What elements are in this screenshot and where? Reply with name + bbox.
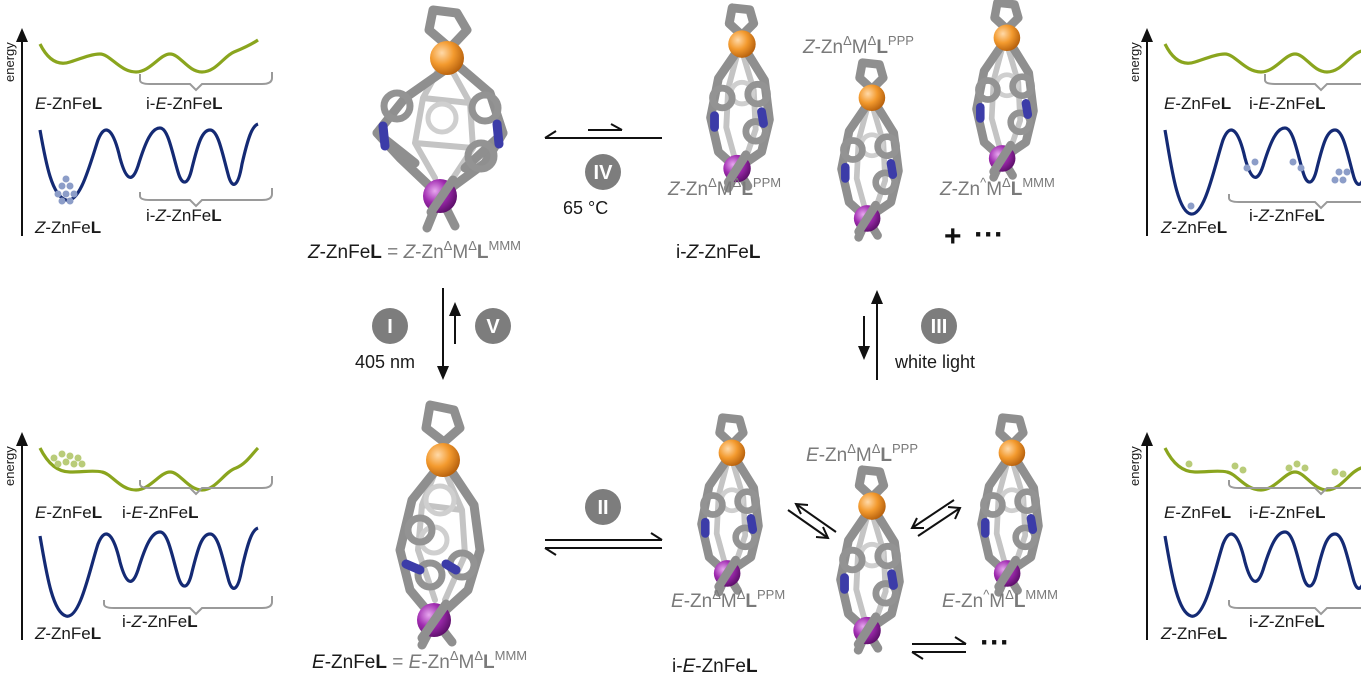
label-Z-ZnFeL: Z-ZnFeL	[34, 218, 101, 237]
cage-Z-PPM	[711, 8, 770, 188]
energy-curves	[1163, 447, 1361, 618]
energy-axis-label: energy	[1127, 446, 1142, 486]
label-Z-ZnFeL: Z-ZnFeL	[1160, 624, 1227, 643]
label-E-ZnFeL: E-ZnFeL	[35, 94, 102, 113]
population-dots	[54, 175, 78, 205]
cage-E-MMM	[982, 418, 1039, 593]
cage-E-PPP	[841, 470, 900, 650]
condition-III: white light	[894, 352, 975, 372]
arrow-III-up	[871, 290, 883, 380]
step-badge-III: III	[921, 308, 957, 344]
arrow-I-down	[437, 288, 449, 380]
equilibrium-arrow-bottom	[911, 636, 967, 660]
equilibrium-arrow-diag-right	[910, 499, 962, 537]
equilibrium-arrow-II	[544, 532, 663, 556]
energy-curves	[38, 38, 273, 208]
condition-IV: 65 °C	[563, 198, 608, 218]
population-dots	[1185, 460, 1347, 478]
label-E-ZnFeL: E-ZnFeL	[35, 503, 102, 522]
label-i-E-ZnFeL: i-E-ZnFeL	[1249, 94, 1326, 113]
energy-diagram-top-left: energy E-ZnFeL i-E-ZnFeL Z-ZnFeL i-Z-ZnF…	[2, 28, 273, 237]
svg-text:III: III	[931, 316, 948, 338]
brace-iZ	[1228, 600, 1361, 616]
label-Z-MMM: Z-Zn^MΔLMMM	[939, 175, 1055, 200]
label-Z-ZnFeL-main: Z-ZnFeL = Z-ZnΔMΔLMMM	[307, 238, 521, 263]
equilibrium-arrow-diag-left	[787, 502, 837, 540]
energy-axis-label: energy	[1127, 42, 1142, 82]
cage-E-ZnFeL	[400, 405, 480, 645]
energy-diagram-top-right: energy E-ZnFeL i-E-ZnFeL Z-ZnFeL i-Z-ZnF…	[1127, 28, 1361, 237]
label-E-PPM: E-ZnΔMΔLPPM	[671, 587, 785, 612]
step-badge-II: II	[585, 489, 621, 525]
label-E-ZnFeL: E-ZnFeL	[1164, 94, 1231, 113]
condition-I: 405 nm	[355, 352, 415, 372]
svg-text:I: I	[387, 316, 393, 338]
label-i-Z-ZnFeL-main: i-Z-ZnFeL	[676, 242, 761, 263]
energy-axis-arrowhead	[1141, 28, 1153, 42]
label-i-E-ZnFeL: i-E-ZnFeL	[122, 503, 199, 522]
brace-iE	[1264, 74, 1361, 92]
svg-text:II: II	[597, 497, 608, 519]
label-Z-ZnFeL: Z-ZnFeL	[34, 624, 101, 643]
arrow-V-up	[449, 302, 461, 344]
energy-curves	[38, 446, 273, 618]
brace-iE	[139, 72, 273, 92]
population-dots	[50, 450, 86, 468]
brace-iE	[1228, 480, 1361, 496]
cage-Z-MMM	[977, 3, 1034, 178]
label-Z-ZnFeL: Z-ZnFeL	[1160, 218, 1227, 237]
step-badge-IV: IV	[585, 154, 621, 190]
arrow-III-down	[858, 316, 870, 360]
label-E-ZnFeL-main: E-ZnFeL = E-ZnΔMΔLMMM	[312, 648, 527, 673]
energy-curves	[1163, 43, 1361, 216]
more-isomers-ellipsis-top: ···	[974, 218, 1004, 251]
cage-Z-ZnFeL	[377, 10, 503, 228]
energy-axis-label: energy	[2, 42, 17, 82]
population-dots	[1187, 158, 1351, 210]
step-badge-I: I	[372, 308, 408, 344]
equilibrium-arrow-IV	[544, 123, 662, 139]
more-isomers-ellipsis-bottom: ···	[980, 626, 1010, 659]
label-i-Z-ZnFeL: i-Z-ZnFeL	[146, 206, 222, 225]
label-i-Z-ZnFeL: i-Z-ZnFeL	[122, 612, 198, 631]
label-i-Z-ZnFeL: i-Z-ZnFeL	[1249, 206, 1325, 225]
brace-iE	[139, 476, 273, 496]
label-i-E-ZnFeL: i-E-ZnFeL	[146, 94, 223, 113]
plus-sign: +	[944, 220, 962, 253]
svg-text:V: V	[486, 316, 500, 338]
label-E-MMM: E-Zn^MΔLMMM	[942, 587, 1058, 612]
brace-iZ	[103, 596, 273, 616]
cage-Z-PPP	[842, 63, 899, 238]
label-i-E-ZnFeL-main: i-E-ZnFeL	[672, 656, 758, 677]
label-E-ZnFeL: E-ZnFeL	[1164, 503, 1231, 522]
label-Z-PPP: Z-ZnΔMΔLPPP	[802, 33, 914, 58]
energy-axis-arrowhead	[16, 28, 28, 42]
energy-axis-label: energy	[2, 446, 17, 486]
brace-iZ	[139, 188, 273, 208]
label-E-PPP: E-ZnΔMΔLPPP	[806, 441, 918, 466]
energy-diagram-bottom-left: energy E-ZnFeL i-E-ZnFeL Z-ZnFeL i-Z-ZnF…	[2, 432, 273, 643]
label-i-Z-ZnFeL: i-Z-ZnFeL	[1249, 612, 1325, 631]
cage-E-PPM	[702, 418, 759, 593]
energy-diagram-bottom-right: energy E-ZnFeL i-E-ZnFeL Z-ZnFeL i-Z-ZnF…	[1127, 432, 1361, 643]
svg-text:IV: IV	[594, 162, 614, 184]
energy-axis-arrowhead	[16, 432, 28, 446]
step-badge-V: V	[475, 308, 511, 344]
energy-axis-arrowhead	[1141, 432, 1153, 446]
label-Z-PPM: Z-ZnΔMΔLPPM	[667, 175, 781, 200]
label-i-E-ZnFeL: i-E-ZnFeL	[1249, 503, 1326, 522]
brace-iZ	[1228, 194, 1361, 210]
